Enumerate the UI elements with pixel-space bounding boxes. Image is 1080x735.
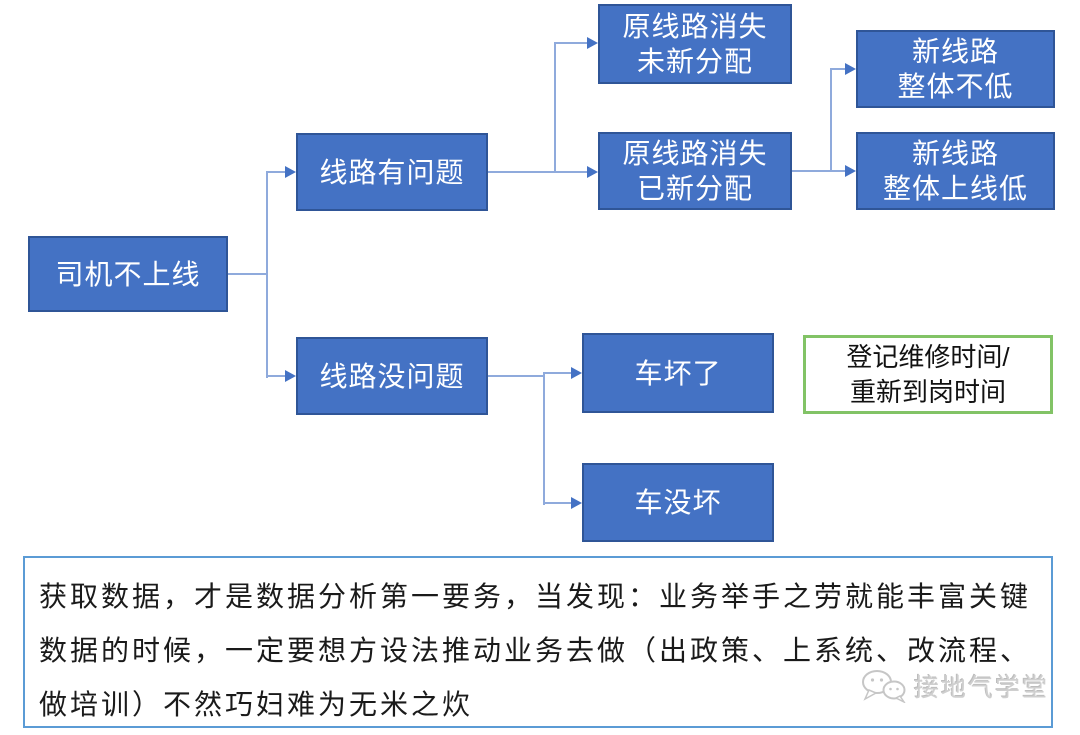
- node-car-not-broken: 车没坏: [582, 463, 774, 542]
- arrowhead-route-ok: [285, 370, 296, 382]
- connector-route-problem-vertical: [554, 43, 556, 173]
- node-label: 新线路 整体上线低: [882, 138, 1028, 204]
- footer-text-line: 获取数据，才是数据分析第一要务，当发现：业务举手之劳就能丰富关键: [39, 581, 1032, 612]
- node-new-route-online-low: 新线路 整体上线低: [856, 132, 1055, 210]
- connector-route-problem-stub: [488, 171, 556, 173]
- connector-to-route-problem: [266, 171, 287, 173]
- arrowhead-car-broken: [571, 367, 582, 379]
- node-label: 原线路消失 未新分配: [622, 11, 768, 77]
- node-label: 车没坏: [634, 487, 722, 518]
- arrowhead-new-not-low: [845, 63, 856, 75]
- connector-to-old-unassigned: [554, 42, 587, 44]
- connector-to-car-broken: [543, 372, 571, 374]
- node-route-no-problem: 线路没问题: [296, 337, 488, 415]
- footer-text-line: 做培训）不然巧妇难为无米之炊: [39, 689, 474, 720]
- connector-to-new-low: [830, 170, 845, 172]
- arrowhead-old-unassigned: [587, 37, 598, 49]
- node-route-has-problem: 线路有问题: [296, 133, 488, 211]
- note-label: 登记维修时间/ 重新到岗时间: [846, 341, 1010, 407]
- connector-driver-branch-vertical: [266, 172, 268, 378]
- node-driver-offline: 司机不上线: [28, 236, 228, 312]
- node-label: 线路没问题: [319, 360, 465, 392]
- connector-route-ok-vertical: [543, 373, 545, 505]
- connector-reassigned-stub: [792, 170, 832, 172]
- node-label: 车坏了: [634, 357, 722, 389]
- connector-to-old-assigned: [554, 171, 587, 173]
- wechat-icon: [860, 669, 908, 703]
- node-label: 新线路 整体不低: [897, 36, 1014, 102]
- connector-driver-stub: [228, 273, 268, 275]
- watermark: 接地气学堂: [860, 668, 1049, 704]
- watermark-label: 接地气学堂: [914, 674, 1050, 702]
- node-label: 司机不上线: [55, 258, 201, 290]
- node-new-route-not-low: 新线路 整体不低: [856, 30, 1055, 108]
- arrowhead-old-assigned: [587, 166, 598, 178]
- footer-text-line: 数据的时候，一定要想方设法推动业务去做（出政策、上系统、改流程、: [39, 635, 1032, 666]
- arrowhead-route-problem: [285, 166, 296, 178]
- node-label: 原线路消失 已新分配: [622, 138, 768, 204]
- node-old-route-gone-unassigned: 原线路消失 未新分配: [598, 4, 792, 84]
- connector-reassigned-vertical: [830, 69, 832, 172]
- connector-to-car-ok: [543, 502, 571, 504]
- arrowhead-new-low: [845, 165, 856, 177]
- footer-callout: 获取数据，才是数据分析第一要务，当发现：业务举手之劳就能丰富关键 数据的时候，一…: [23, 556, 1053, 728]
- connector-route-ok-stub: [488, 375, 545, 377]
- node-old-route-gone-reassigned: 原线路消失 已新分配: [598, 132, 792, 210]
- note-repair-time: 登记维修时间/ 重新到岗时间: [803, 335, 1053, 414]
- connector-to-route-ok: [266, 375, 287, 377]
- node-car-broken: 车坏了: [582, 333, 774, 413]
- node-label: 线路有问题: [319, 156, 465, 188]
- arrowhead-car-ok: [571, 497, 582, 509]
- connector-to-new-not-low: [830, 68, 845, 70]
